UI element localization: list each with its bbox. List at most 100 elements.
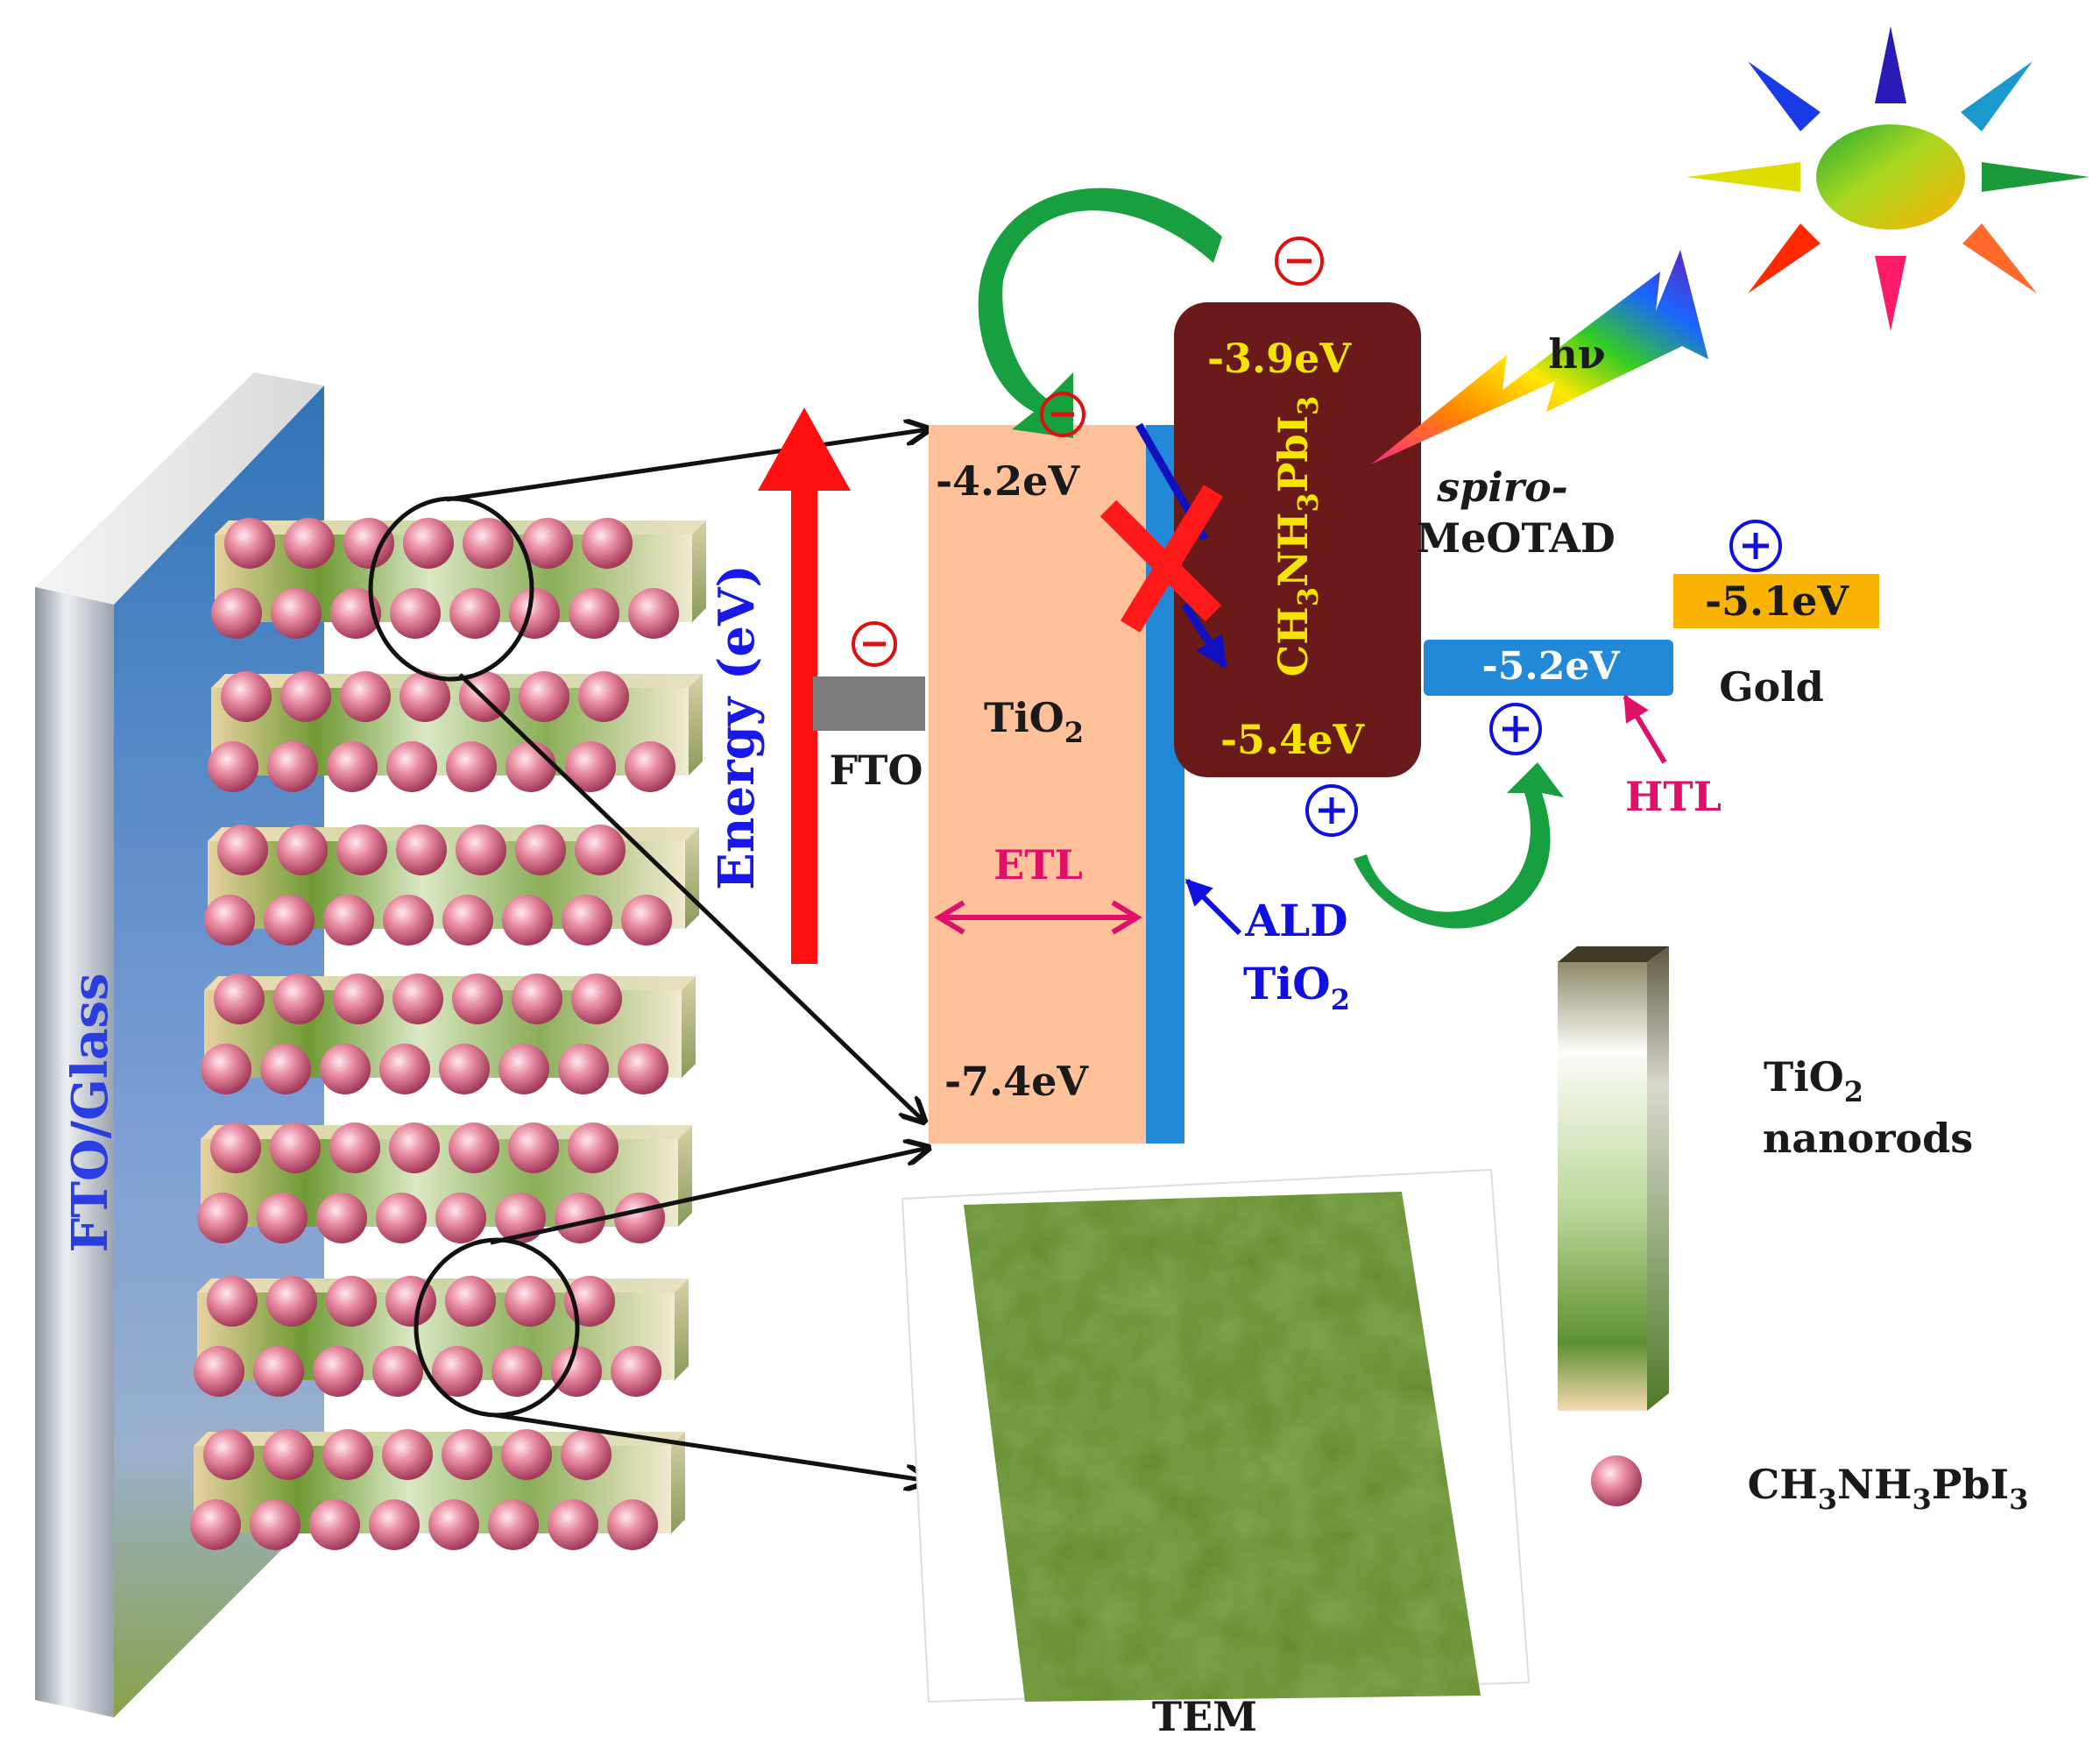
perovskite-bead	[327, 741, 378, 792]
perovskite-bead	[562, 895, 612, 945]
legend-perovskite-label: CH3NH3PbI3	[1748, 1461, 2029, 1516]
tem-image	[901, 1168, 1531, 1703]
perovskite-bead	[628, 588, 679, 639]
perovskite-bead	[260, 1044, 311, 1094]
perovskite-bead	[217, 825, 268, 875]
perovskite-bead	[614, 1193, 665, 1243]
perovskite-bead	[194, 1346, 244, 1397]
perovskite-bead	[568, 1122, 619, 1173]
fto-label: FTO	[830, 747, 923, 794]
glass-top-face	[35, 372, 324, 605]
perovskite-bead	[266, 1276, 317, 1327]
sun-icon	[1686, 26, 2089, 331]
perovskite-bead	[316, 1193, 367, 1243]
electron-symbol-tio2	[1040, 392, 1085, 437]
hole-symbol-perovskite	[1305, 784, 1358, 837]
nanorod-stack	[190, 518, 706, 1550]
electron-symbol-fto	[852, 621, 897, 667]
perovskite-bead	[439, 1044, 490, 1094]
perovskite-bead	[372, 1346, 423, 1397]
perovskite-bead	[253, 1346, 304, 1397]
perovskite-bead	[390, 588, 441, 639]
perovskite-bead	[463, 518, 513, 569]
perovskite-bead	[330, 588, 381, 639]
perovskite-bead	[382, 1429, 433, 1480]
perovskite-bead	[621, 895, 672, 945]
glass-side-face	[35, 587, 114, 1717]
perovskite-bead	[488, 1499, 539, 1550]
perovskite-bead	[571, 974, 622, 1024]
perovskite-bead	[509, 588, 560, 639]
legend-nanorods-line1: TiO2	[1764, 1053, 1863, 1108]
energy-arrow-head	[758, 407, 851, 491]
perovskite-bead	[201, 1044, 251, 1094]
perovskite-formula: CH3NH3PbI3	[1269, 396, 1325, 677]
perovskite-bead	[502, 895, 553, 945]
perovskite-bead	[309, 1499, 360, 1550]
perovskite-bead	[313, 1346, 364, 1397]
spiro-level: -5.2eV	[1482, 644, 1621, 689]
light-label: hν	[1548, 330, 1605, 378]
perovskite-bead	[320, 1044, 371, 1094]
perovskite-bead	[333, 974, 384, 1024]
perovskite-bead	[519, 671, 569, 722]
perovskite-bead	[505, 1276, 555, 1327]
perovskite-bead	[270, 1122, 321, 1173]
perovskite-bead	[618, 1044, 668, 1094]
perovskite-bead	[224, 518, 275, 569]
perovskite-bead	[561, 1429, 612, 1480]
perovskite-bead	[582, 518, 633, 569]
perovskite-bead	[326, 1276, 377, 1327]
perovskite-bead	[515, 825, 566, 875]
perovskite-bead	[449, 588, 500, 639]
perovskite-bead	[329, 1122, 380, 1173]
perovskite-bead	[273, 974, 324, 1024]
perovskite-bead	[267, 741, 318, 792]
perovskite-top-level: -3.9eV	[1207, 335, 1352, 382]
legend-nanorod	[1558, 946, 1669, 1411]
perovskite-bead	[449, 1122, 499, 1173]
perovskite-bead	[322, 1429, 373, 1480]
etl-width-arrow	[934, 900, 1142, 935]
light-bolt	[1371, 250, 1708, 464]
perovskite-bead	[495, 1193, 546, 1243]
perovskite-bead	[575, 825, 626, 875]
perovskite-bead	[221, 671, 272, 722]
perovskite-bead	[250, 1499, 301, 1550]
perovskite-bead	[204, 895, 255, 945]
perovskite-bead	[435, 1193, 486, 1243]
spiro-label-line1: spiro-	[1436, 464, 1568, 511]
perovskite-bead	[445, 1276, 496, 1327]
perovskite-bead	[578, 671, 629, 722]
ald-label-line1: ALD	[1244, 895, 1347, 946]
perovskite-bead	[452, 974, 503, 1024]
connector-arrow-bottom-1	[490, 1148, 929, 1245]
tio2-label: TiO2	[984, 694, 1084, 749]
legend-bar-front	[1558, 962, 1647, 1411]
perovskite-bead	[190, 1499, 241, 1550]
perovskite-bead	[336, 825, 387, 875]
perovskite-bead	[446, 741, 497, 792]
perovskite-bead	[257, 1193, 308, 1243]
zoom-connectors	[446, 429, 929, 1481]
connector-arrow-top-2	[458, 673, 924, 1122]
perovskite-bead	[442, 895, 493, 945]
htl-pointer-arrow	[1623, 694, 1667, 764]
ald-pointer-arrow	[1184, 878, 1242, 936]
perovskite-bead	[369, 1499, 420, 1550]
legend-bar-top	[1558, 946, 1669, 962]
perovskite-bead	[396, 825, 447, 875]
ald-label-line2: TiO2	[1243, 958, 1350, 1016]
spiro-level-bar	[1424, 640, 1673, 696]
legend-bead	[1591, 1455, 1642, 1506]
perovskite-bead	[208, 741, 258, 792]
perovskite-bead	[508, 1122, 559, 1173]
perovskite-bead	[343, 518, 394, 569]
perovskite-bead	[432, 1346, 483, 1397]
tem-label: TEM	[1152, 1693, 1257, 1740]
perovskite-bead	[428, 1499, 479, 1550]
gold-level-bar	[1673, 574, 1879, 628]
perovskite-bead	[203, 1429, 254, 1480]
